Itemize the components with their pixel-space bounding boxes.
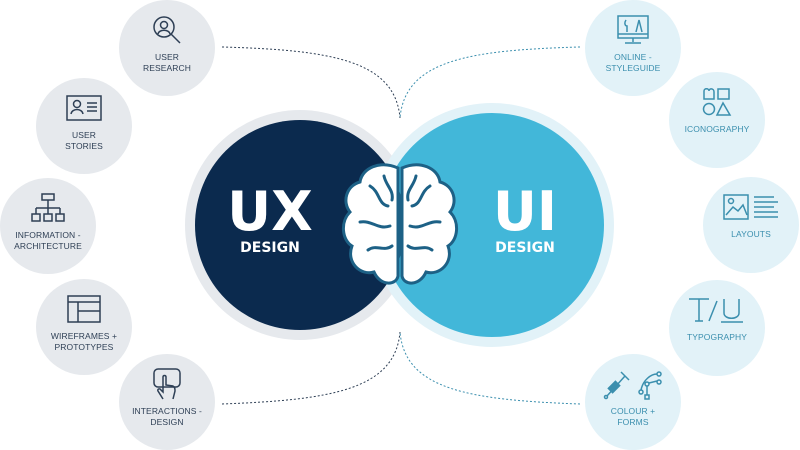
ux-title: UX bbox=[227, 180, 313, 243]
image-text-icon bbox=[721, 191, 781, 223]
user-card-icon bbox=[64, 92, 104, 124]
ui-item-online-styleguide: ONLINE - STYLEGUIDE bbox=[585, 0, 681, 96]
wireframe-icon bbox=[64, 293, 104, 325]
ux-item-information-architecture: INFORMATION - ARCHITECTURE bbox=[0, 178, 96, 274]
ux-item-user-research: USER RESEARCH bbox=[119, 0, 215, 96]
connector-line bbox=[221, 331, 401, 405]
monitor-tools-icon bbox=[613, 14, 653, 46]
ui-item-iconography: ICONOGRAPHY bbox=[669, 72, 765, 168]
ui-item-typography: TYPOGRAPHY bbox=[669, 280, 765, 376]
item-label: WIREFRAMES + PROTOTYPES bbox=[50, 331, 118, 352]
ux-design-label: UX DESIGN bbox=[210, 185, 330, 257]
item-label: COLOUR + FORMS bbox=[610, 406, 656, 427]
item-label: INTERACTIONS - DESIGN bbox=[132, 406, 202, 427]
ui-item-colour-forms: COLOUR + FORMS bbox=[585, 354, 681, 450]
ui-item-layouts: LAYOUTS bbox=[703, 177, 799, 273]
ui-circle bbox=[380, 113, 604, 337]
item-label: TYPOGRAPHY bbox=[686, 332, 748, 342]
ux-circle bbox=[195, 120, 405, 330]
ux-item-user-stories: USER STORIES bbox=[36, 78, 132, 174]
item-label: INFORMATION - ARCHITECTURE bbox=[14, 230, 82, 251]
connector-line bbox=[221, 46, 401, 119]
brain-icon bbox=[342, 163, 458, 285]
text-format-icon bbox=[687, 294, 747, 326]
ui-subtitle: DESIGN bbox=[495, 240, 555, 256]
ux-item-interactions-design: INTERACTIONS - DESIGN bbox=[119, 354, 215, 450]
ux-subtitle: DESIGN bbox=[240, 240, 300, 256]
item-label: ONLINE - STYLEGUIDE bbox=[605, 52, 661, 73]
ui-design-label: UI DESIGN bbox=[465, 185, 585, 257]
item-label: LAYOUTS bbox=[731, 229, 771, 239]
touch-icon bbox=[147, 368, 187, 400]
item-label: USER STORIES bbox=[65, 130, 103, 151]
item-label: ICONOGRAPHY bbox=[684, 124, 750, 134]
user-search-icon bbox=[147, 14, 187, 46]
item-label: USER RESEARCH bbox=[142, 52, 192, 73]
ux-item-wireframes-prototypes: WIREFRAMES + PROTOTYPES bbox=[36, 279, 132, 375]
pipette-vector-icon bbox=[603, 368, 663, 400]
sitemap-icon bbox=[28, 192, 68, 224]
shapes-icon bbox=[697, 86, 737, 118]
ui-title: UI bbox=[493, 180, 557, 243]
